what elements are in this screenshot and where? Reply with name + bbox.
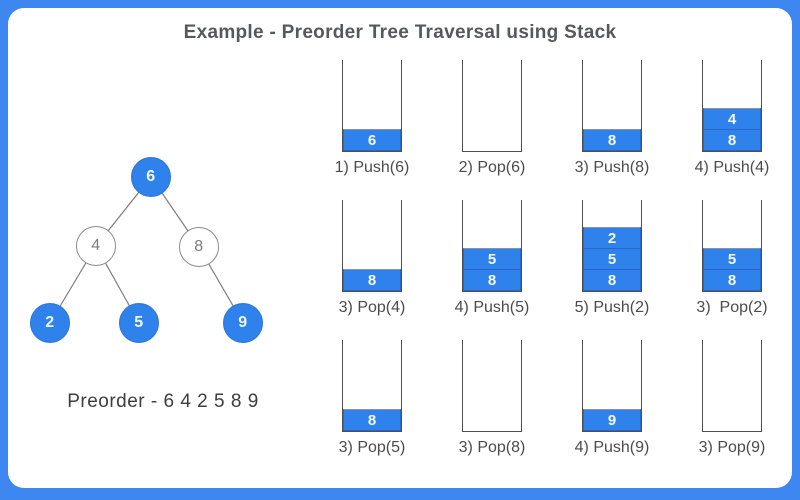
- stack-container: [702, 340, 762, 432]
- stack-item: 8: [343, 409, 401, 431]
- stack-step-2: 2) Pop(6): [432, 60, 552, 200]
- stack-step-11: 9 4) Push(9): [552, 340, 672, 480]
- stack-item: 6: [343, 129, 401, 151]
- tree-node-8: 8: [179, 227, 219, 267]
- stack-step-label: 3) Push(8): [574, 159, 650, 176]
- stack-container: [462, 60, 522, 152]
- stack-container: 8: [342, 340, 402, 432]
- stack-step-1: 6 1) Push(6): [312, 60, 432, 200]
- stack-item: 5: [463, 248, 521, 270]
- stack-step-10: 3) Pop(8): [432, 340, 552, 480]
- stack-container: [462, 340, 522, 432]
- stack-step-label: 4) Push(5): [454, 299, 530, 316]
- stack-items: 8: [343, 269, 401, 291]
- preorder-result: Preorder - 6 4 2 5 8 9: [67, 391, 259, 412]
- stack-item: 8: [703, 129, 761, 151]
- stack-step-label: 4) Push(9): [574, 439, 650, 456]
- stack-step-label: 5) Push(2): [574, 299, 650, 316]
- stack-step-label: 3) Pop(2): [696, 299, 768, 316]
- stack-item: 9: [583, 409, 641, 431]
- stack-container: 6: [342, 60, 402, 152]
- stack-container: 8: [582, 60, 642, 152]
- stack-step-9: 8 3) Pop(5): [312, 340, 432, 480]
- stack-item: 8: [583, 269, 641, 291]
- stack-items: 8: [343, 409, 401, 431]
- stack-container: 8: [342, 200, 402, 292]
- stack-item: 8: [703, 269, 761, 291]
- tree-node-4: 4: [76, 226, 116, 266]
- stack-container: 9: [582, 340, 642, 432]
- stack-step-label: 3) Pop(4): [338, 299, 406, 316]
- stack-items: 8: [583, 129, 641, 151]
- stack-step-label: 3) Pop(5): [338, 439, 406, 456]
- tree-node-5: 5: [119, 303, 159, 343]
- stack-step-label: 1) Push(6): [334, 159, 410, 176]
- tree-edges: [49, 176, 244, 324]
- stack-step-label: 4) Push(4): [694, 159, 770, 176]
- stack-item: 5: [583, 248, 641, 270]
- tree-node-6: 6: [131, 157, 171, 197]
- stack-item: 8: [343, 269, 401, 291]
- stack-step-5: 8 3) Pop(4): [312, 200, 432, 340]
- diagram-card: Example - Preorder Tree Traversal using …: [8, 8, 792, 488]
- page-title: Example - Preorder Tree Traversal using …: [183, 22, 617, 43]
- stack-step-label: 3) Pop(9): [698, 439, 766, 456]
- stack-item: 8: [583, 129, 641, 151]
- stack-items: 9: [583, 409, 641, 431]
- stack-step-label: 2) Pop(6): [458, 159, 526, 176]
- stack-item: 2: [583, 227, 641, 249]
- stack-item: 8: [463, 269, 521, 291]
- stack-items: 6: [343, 129, 401, 151]
- stack-step-label: 3) Pop(8): [458, 439, 526, 456]
- stack-step-12: 3) Pop(9): [672, 340, 792, 480]
- stack-item: 5: [703, 248, 761, 270]
- tree-node-9: 9: [223, 303, 263, 343]
- stack-step-3: 8 3) Push(8): [552, 60, 672, 200]
- stack-item: 4: [703, 108, 761, 130]
- tree-node-2: 2: [30, 303, 70, 343]
